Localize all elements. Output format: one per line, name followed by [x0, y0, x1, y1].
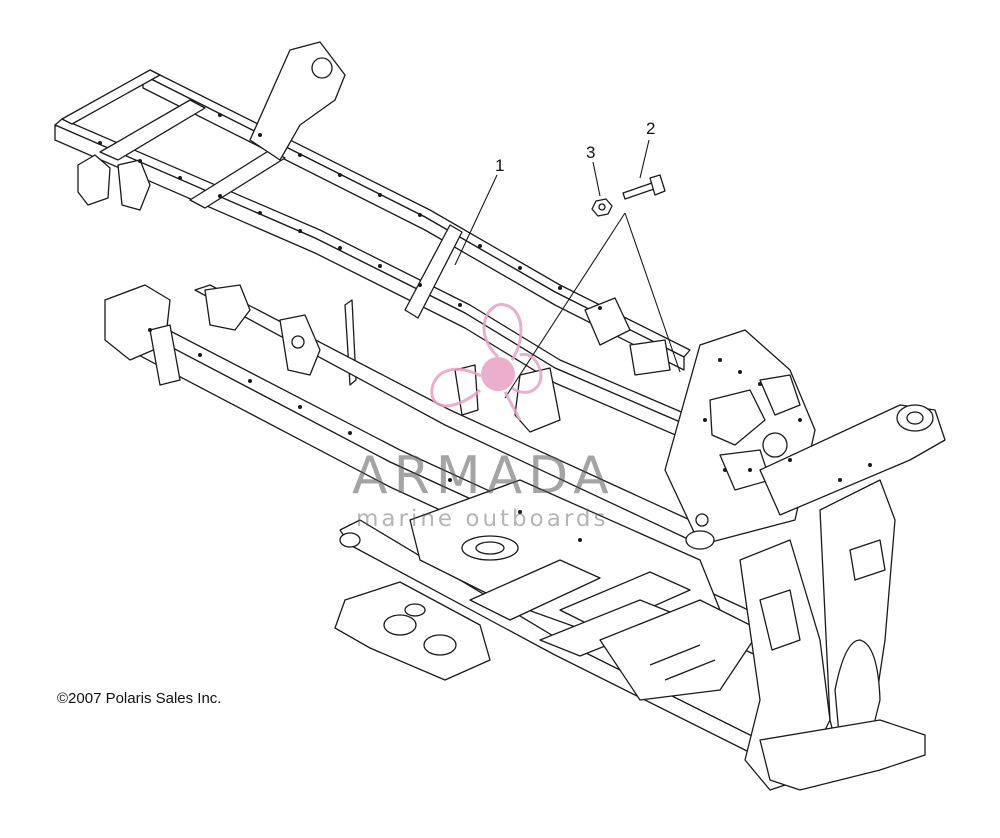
upper-front-bracket — [77, 154, 111, 206]
rear-arch — [834, 639, 881, 746]
upper-left-rail-side — [54, 124, 695, 444]
rear-cross-tube — [759, 404, 946, 516]
watermark-title: ARMADA — [352, 446, 615, 506]
rear-bumper — [759, 719, 926, 791]
copyright-notice: ©2007 Polaris Sales Inc. — [57, 690, 222, 707]
upper-rear-riser — [249, 41, 346, 161]
callout-frame: 1 — [495, 156, 505, 175]
upper-subframe — [54, 41, 701, 444]
callout-bolt: 2 — [646, 119, 656, 138]
watermark-logo-icon — [430, 303, 543, 421]
main-chassis — [104, 284, 946, 791]
upper-front-crossbar — [61, 69, 161, 125]
upper-mount-plate — [514, 367, 561, 433]
callout-nut: 3 — [586, 143, 596, 162]
leader-lines — [454, 139, 681, 399]
watermark-subtitle: marine outboards — [356, 506, 609, 532]
rear-floor — [599, 599, 761, 701]
upper-cross-member-1 — [99, 99, 206, 161]
upper-cross-member-3 — [404, 224, 463, 319]
upper-rear-mount — [584, 297, 631, 346]
nut-part — [591, 198, 613, 217]
bolt-part — [622, 174, 666, 200]
upper-cross-member-2 — [189, 149, 286, 209]
